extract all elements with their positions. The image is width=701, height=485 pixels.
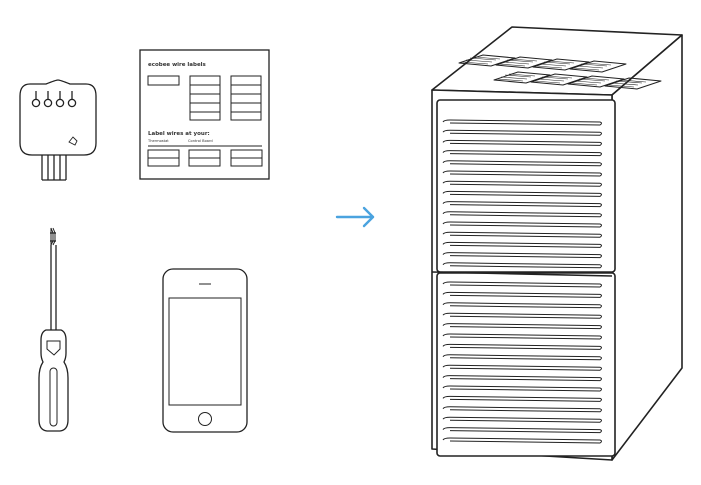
- louver-slat: [442, 291, 602, 298]
- louver-slat: [442, 129, 602, 136]
- louver-slat: [442, 323, 602, 330]
- louver-slat: [442, 416, 602, 423]
- louver-slat: [442, 375, 602, 382]
- louver-slat: [442, 150, 602, 157]
- louver-slat: [442, 395, 602, 402]
- louver-slat: [442, 281, 602, 288]
- louver-slat: [442, 406, 602, 413]
- louver-slat: [442, 252, 602, 259]
- louver-slat: [442, 170, 602, 177]
- wire-labels-sheet: ecobee wire labels Label wires at your: …: [139, 49, 270, 180]
- louver-slat: [442, 354, 602, 361]
- labels-col-control-board: Control Board: [188, 139, 213, 143]
- louver-slat: [442, 302, 602, 309]
- furnace-upper-panel: [436, 99, 616, 273]
- louver-slat: [442, 333, 602, 340]
- louver-slat: [442, 385, 602, 392]
- louver-slat: [442, 221, 602, 228]
- louver-slat: [442, 211, 602, 218]
- screwdriver-icon: [38, 227, 69, 432]
- furnace-side: [611, 34, 683, 461]
- furnace-louvers-lower: [442, 281, 602, 444]
- arrow-right-icon: [335, 206, 375, 228]
- louver-slat: [442, 119, 602, 126]
- louver-slat: [442, 160, 602, 167]
- louver-slat: [442, 343, 602, 350]
- louver-slat: [442, 437, 602, 444]
- furnace-icon: [431, 26, 683, 461]
- furnace-louvers-upper: [442, 119, 602, 269]
- labels-col-thermostat: Thermostat: [147, 139, 169, 143]
- louver-slat: [442, 241, 602, 248]
- labels-sheet-heading: Label wires at your:: [148, 131, 210, 137]
- louver-slat: [442, 364, 602, 371]
- louver-slat: [442, 427, 602, 434]
- louver-slat: [442, 180, 602, 187]
- louver-slat: [442, 262, 602, 269]
- phone-icon: [162, 268, 248, 433]
- labels-sheet-title: ecobee wire labels: [148, 62, 207, 68]
- adapter-icon: [19, 79, 97, 181]
- louver-slat: [442, 139, 602, 146]
- louver-slat: [442, 312, 602, 319]
- louver-slat: [442, 231, 602, 238]
- louver-slat: [442, 190, 602, 197]
- louver-slat: [442, 201, 602, 208]
